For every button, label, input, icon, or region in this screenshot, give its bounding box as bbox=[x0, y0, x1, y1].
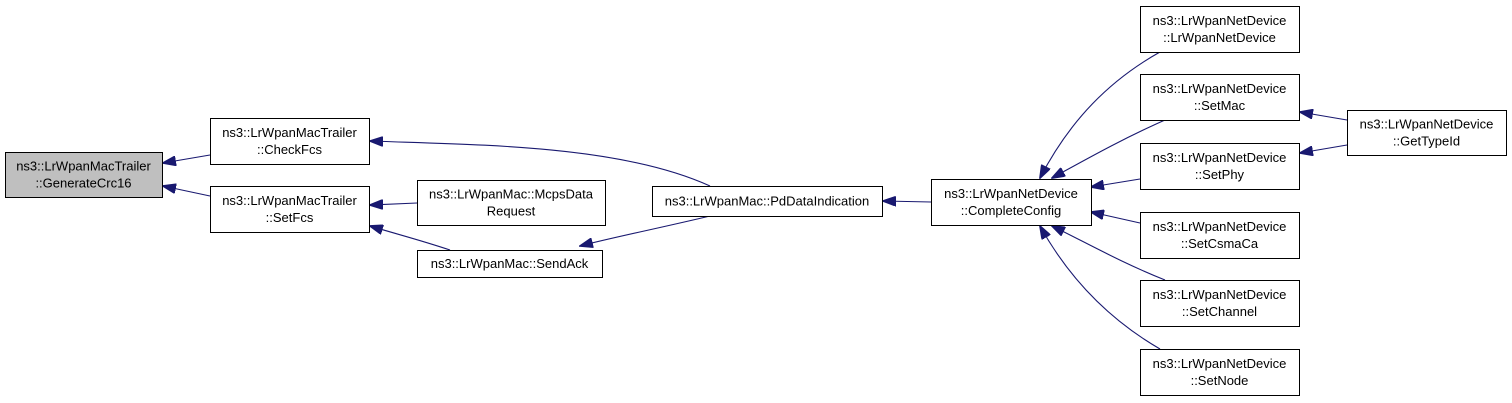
node-label-line: ::SetNode bbox=[1191, 373, 1249, 388]
node-box bbox=[1140, 212, 1300, 259]
edge-arrow bbox=[1091, 212, 1141, 224]
node-lrwpan-net-device[interactable]: ns3::LrWpanNetDevice::LrWpanNetDevice bbox=[1140, 6, 1300, 53]
edge-arrow bbox=[1300, 112, 1348, 121]
node-send-ack[interactable]: ns3::LrWpanMac::SendAck bbox=[417, 250, 603, 278]
nodes-layer: ns3::LrWpanMacTrailer::GenerateCrc16ns3:… bbox=[5, 6, 1507, 396]
node-box bbox=[931, 179, 1092, 226]
node-label-line: ::GenerateCrc16 bbox=[35, 176, 131, 191]
node-label-line: ns3::LrWpanNetDevice bbox=[1153, 219, 1287, 234]
node-label-line: ns3::LrWpanMac::PdDataIndication bbox=[665, 194, 870, 209]
node-set-phy[interactable]: ns3::LrWpanNetDevice::SetPhy bbox=[1140, 143, 1300, 190]
edge-set-fcs-to-generate-crc16 bbox=[163, 186, 211, 197]
node-label-line: ns3::LrWpanMac::McpsData bbox=[429, 187, 594, 202]
edge-arrow bbox=[1300, 144, 1348, 153]
node-complete-config[interactable]: ns3::LrWpanNetDevice::CompleteConfig bbox=[931, 179, 1092, 226]
node-label-line: ns3::LrWpanNetDevice bbox=[1153, 13, 1287, 28]
edge-get-type-id-to-set-phy bbox=[1300, 144, 1348, 153]
node-generate-crc16: ns3::LrWpanMacTrailer::GenerateCrc16 bbox=[5, 152, 163, 198]
edges-layer bbox=[163, 51, 1348, 350]
edge-set-channel-to-complete-config bbox=[1052, 226, 1166, 281]
node-label-line: Request bbox=[487, 204, 536, 219]
node-get-type-id[interactable]: ns3::LrWpanNetDevice::GetTypeId bbox=[1347, 110, 1507, 156]
node-label-line: ns3::LrWpanNetDevice bbox=[1360, 117, 1494, 132]
node-box bbox=[210, 118, 370, 165]
node-set-mac[interactable]: ns3::LrWpanNetDevice::SetMac bbox=[1140, 74, 1300, 121]
edge-arrow bbox=[370, 226, 451, 251]
node-pd-data-indication[interactable]: ns3::LrWpanMac::PdDataIndication bbox=[652, 186, 883, 217]
node-label-line: ns3::LrWpanNetDevice bbox=[944, 186, 1078, 201]
edge-pd-data-indication-to-check-fcs bbox=[370, 141, 711, 187]
node-box bbox=[1140, 74, 1300, 121]
node-label-line: ns3::LrWpanNetDevice bbox=[1153, 287, 1287, 302]
edge-arrow bbox=[580, 215, 711, 246]
edge-arrow bbox=[370, 141, 711, 187]
node-box bbox=[417, 250, 603, 278]
node-box bbox=[652, 186, 883, 217]
node-label-line: ns3::LrWpanNetDevice bbox=[1153, 356, 1287, 371]
edge-lrwpan-net-device-to-complete-config bbox=[1040, 51, 1161, 178]
edge-arrow bbox=[1040, 226, 1161, 350]
edge-pd-data-indication-to-send-ack bbox=[580, 215, 711, 246]
edge-set-csma-ca-to-complete-config bbox=[1091, 212, 1141, 224]
node-label-line: ns3::LrWpanMac::SendAck bbox=[431, 256, 589, 271]
node-label-line: ns3::LrWpanNetDevice bbox=[1153, 150, 1287, 165]
node-label-line: ::LrWpanNetDevice bbox=[1163, 30, 1276, 45]
node-box bbox=[5, 152, 163, 198]
edge-get-type-id-to-set-mac bbox=[1300, 112, 1348, 121]
edge-arrow bbox=[163, 154, 211, 163]
node-set-channel[interactable]: ns3::LrWpanNetDevice::SetChannel bbox=[1140, 280, 1300, 327]
node-label-line: ns3::LrWpanMacTrailer bbox=[222, 125, 357, 140]
node-box bbox=[1140, 6, 1300, 53]
node-label-line: ::SetFcs bbox=[266, 210, 314, 225]
node-label-line: ::SetChannel bbox=[1182, 304, 1257, 319]
node-label-line: ::SetPhy bbox=[1195, 167, 1245, 182]
node-set-fcs[interactable]: ns3::LrWpanMacTrailer::SetFcs bbox=[210, 186, 370, 233]
node-set-node[interactable]: ns3::LrWpanNetDevice::SetNode bbox=[1140, 349, 1300, 396]
edge-check-fcs-to-generate-crc16 bbox=[163, 154, 211, 163]
node-box bbox=[417, 180, 606, 226]
edge-arrow bbox=[370, 203, 418, 205]
edge-mcps-data-request-to-set-fcs bbox=[370, 203, 418, 205]
edge-set-phy-to-complete-config bbox=[1091, 178, 1141, 187]
node-box bbox=[1140, 143, 1300, 190]
node-label-line: ns3::LrWpanMacTrailer bbox=[222, 193, 357, 208]
node-check-fcs[interactable]: ns3::LrWpanMacTrailer::CheckFcs bbox=[210, 118, 370, 165]
node-box bbox=[1140, 349, 1300, 396]
edge-arrow bbox=[1040, 51, 1161, 178]
edge-send-ack-to-set-fcs bbox=[370, 226, 451, 251]
node-box bbox=[210, 186, 370, 233]
edge-arrow bbox=[883, 201, 932, 202]
node-label-line: ::CheckFcs bbox=[257, 142, 323, 157]
edge-arrow bbox=[163, 186, 211, 197]
edge-arrow bbox=[1052, 119, 1166, 178]
node-box bbox=[1347, 110, 1507, 156]
edge-set-node-to-complete-config bbox=[1040, 226, 1161, 350]
node-label-line: ::GetTypeId bbox=[1393, 134, 1460, 149]
node-label-line: ns3::LrWpanMacTrailer bbox=[16, 159, 151, 174]
edge-complete-config-to-pd-data-indication bbox=[883, 201, 932, 202]
node-set-csma-ca[interactable]: ns3::LrWpanNetDevice::SetCsmaCa bbox=[1140, 212, 1300, 259]
edge-set-mac-to-complete-config bbox=[1052, 119, 1166, 178]
edge-arrow bbox=[1052, 226, 1166, 281]
edge-arrow bbox=[1091, 178, 1141, 187]
node-label-line: ::SetMac bbox=[1194, 98, 1246, 113]
node-label-line: ::CompleteConfig bbox=[961, 203, 1061, 218]
node-box bbox=[1140, 280, 1300, 327]
node-label-line: ::SetCsmaCa bbox=[1181, 236, 1259, 251]
node-label-line: ns3::LrWpanNetDevice bbox=[1153, 81, 1287, 96]
